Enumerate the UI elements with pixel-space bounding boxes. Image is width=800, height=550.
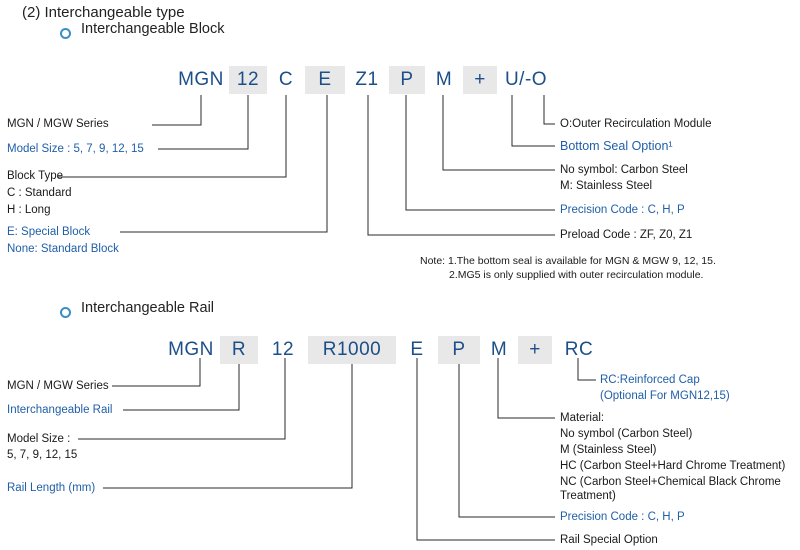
block-label-block-h: H : Long	[7, 204, 51, 216]
connector-rail-series	[112, 358, 201, 387]
block-note-1: Note: 1.The bottom seal is available for…	[420, 255, 716, 267]
rail-label-material-2: M (Stainless Steel)	[560, 444, 657, 456]
block-label-standard: None: Standard Block	[7, 243, 119, 255]
rail-code-precision: P	[438, 336, 480, 364]
bullet-icon	[60, 28, 71, 39]
rail-code-material: M	[490, 339, 508, 360]
connector-rail-model	[78, 358, 286, 440]
rail-label-material-4: NC (Carbon Steel+Chemical Black Chrome	[560, 476, 781, 488]
bullet-icon	[60, 307, 71, 318]
rail-code-plus: +	[518, 336, 552, 364]
block-code-precision: P	[389, 66, 425, 94]
connector-bottom-seal	[511, 95, 555, 147]
connector-rail-material	[497, 358, 555, 419]
connector-model-size	[158, 95, 249, 150]
rail-label-material-3: HC (Carbon Steel+Hard Chrome Treatment)	[560, 460, 786, 472]
block-label-preload: Preload Code : ZF, Z0, Z1	[560, 229, 693, 241]
block-code-preload: Z1	[355, 69, 379, 90]
block-label-precision: Precision Code : C, H, P	[560, 204, 685, 216]
rail-label-precision: Precision Code : C, H, P	[560, 511, 685, 523]
rail-label-series: MGN / MGW Series	[7, 380, 109, 392]
connector-rail-precision	[458, 358, 555, 518]
connector-precision	[405, 95, 555, 211]
connector-rail-special	[416, 358, 555, 541]
rail-code-length: R1000	[308, 336, 396, 364]
block-code-option: U/-O	[504, 69, 548, 90]
block-label-special: E: Special Block	[7, 226, 91, 238]
block-code-size: 12	[229, 66, 267, 94]
rail-code-rc: RC	[564, 339, 594, 360]
rail-label-material-5: Treatment)	[560, 490, 616, 502]
connector-series	[152, 95, 202, 126]
rail-code-series: MGN	[168, 339, 214, 360]
connector-rail-length	[103, 358, 353, 489]
connector-preload	[367, 95, 555, 236]
block-label-block-type: Block Type	[7, 170, 64, 182]
rail-label-rail: Interchangeable Rail	[7, 404, 113, 416]
block-code-plus: +	[463, 66, 497, 94]
block-label-series: MGN / MGW Series	[7, 118, 109, 130]
rail-label-rc-2: (Optional For MGN12,15)	[600, 390, 730, 402]
block-label-outer: O:Outer Recirculation Module	[560, 118, 712, 130]
rail-code-r: R	[220, 336, 258, 364]
rail-label-material-title: Material:	[560, 412, 605, 424]
block-note-2: 2.MG5 is only supplied with outer recirc…	[449, 269, 704, 281]
block-label-material-2: M: Stainless Steel	[560, 180, 653, 192]
rail-label-material-1: No symbol (Carbon Steel)	[560, 428, 693, 440]
rail-subtitle: Interchangeable Rail	[81, 300, 215, 316]
rail-label-model-size-1: Model Size :	[7, 433, 71, 445]
connector-outer	[543, 95, 555, 125]
block-label-model-size: Model Size : 5, 7, 9, 12, 15	[7, 143, 144, 155]
connector-block-type	[57, 95, 287, 178]
rail-label-model-size-2: 5, 7, 9, 12, 15	[7, 449, 78, 461]
connector-special	[120, 95, 328, 233]
section-title: (2) Interchangeable type	[22, 4, 185, 21]
block-code-series: MGN	[178, 69, 224, 90]
connector-material	[442, 95, 555, 171]
block-subtitle: Interchangeable Block	[81, 21, 225, 37]
rail-label-special: Rail Special Option	[560, 534, 658, 546]
connector-rail-rc	[577, 358, 596, 381]
rail-label-length: Rail Length (mm)	[7, 482, 96, 494]
rail-label-rc-1: RC:Reinforced Cap	[600, 374, 700, 386]
block-code-material: M	[435, 69, 453, 90]
block-code-type: C	[278, 69, 294, 90]
block-label-block-c: C : Standard	[7, 187, 72, 199]
block-label-bottom-seal: Bottom Seal Option¹	[560, 139, 673, 153]
block-code-special: E	[305, 66, 345, 94]
block-label-material-1: No symbol: Carbon Steel	[560, 164, 688, 176]
connector-rail	[123, 358, 240, 411]
rail-code-size: 12	[271, 339, 295, 360]
rail-code-special: E	[410, 339, 424, 360]
